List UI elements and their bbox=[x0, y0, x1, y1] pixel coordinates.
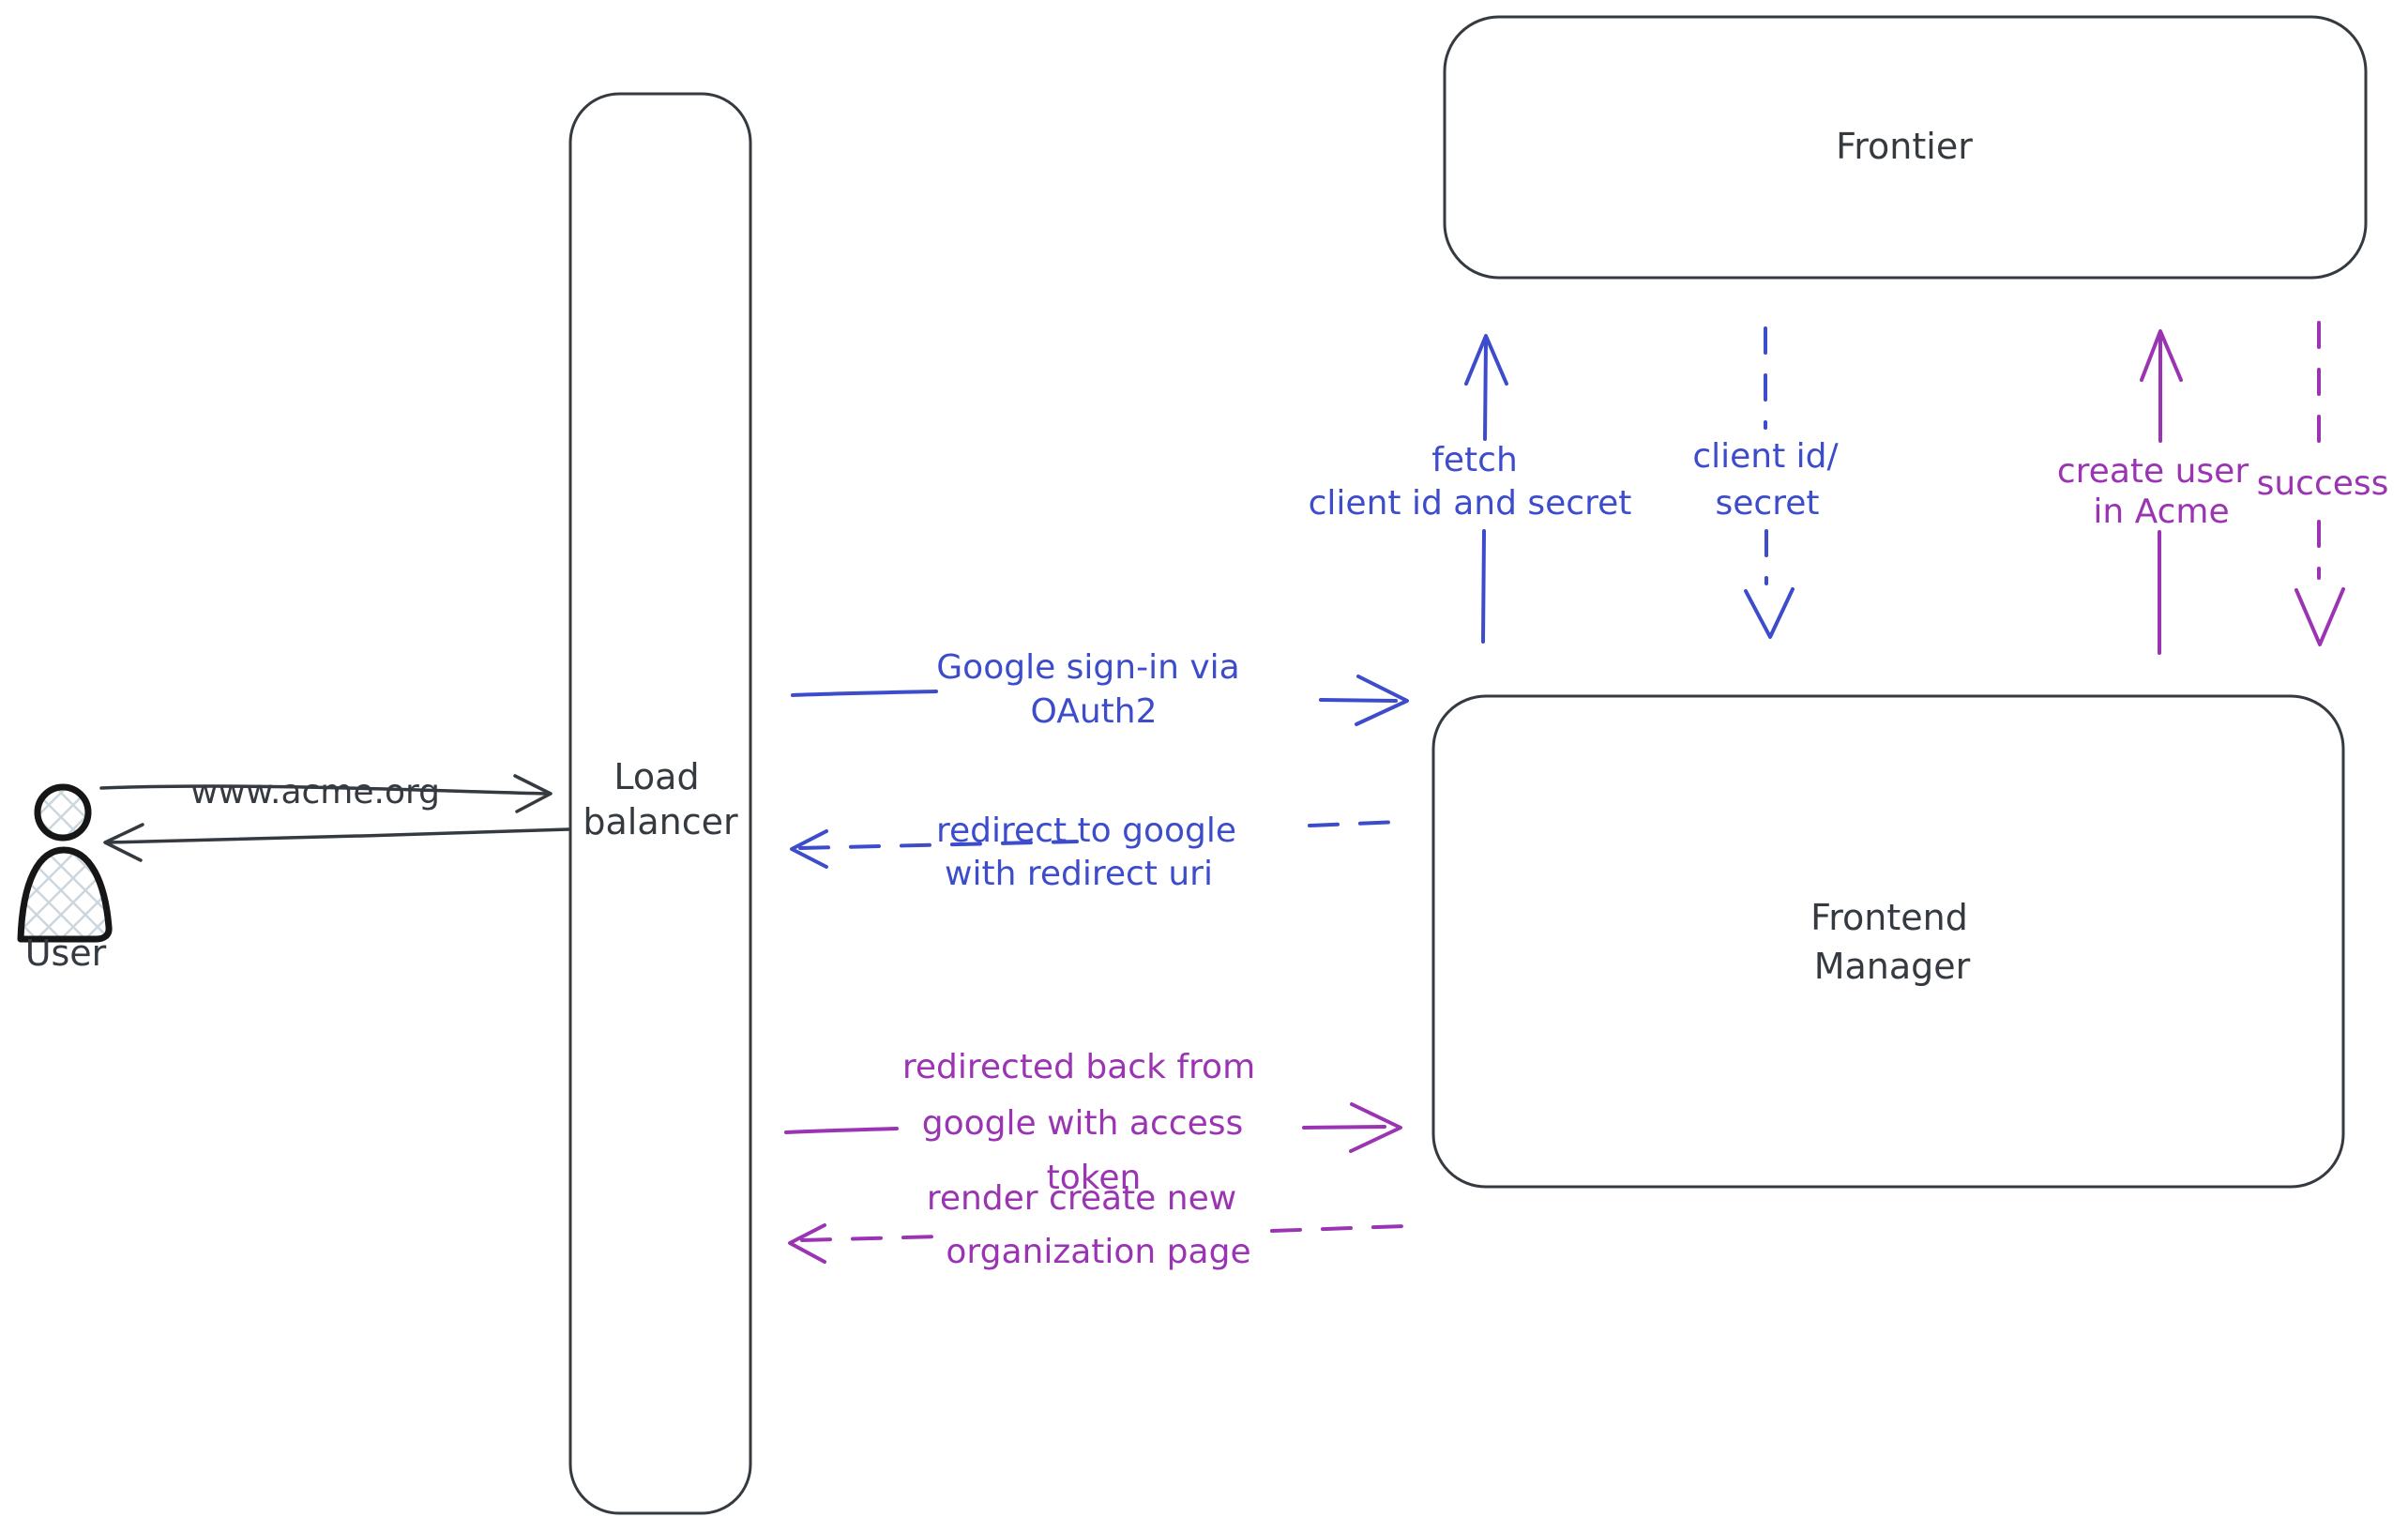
edge-user-request bbox=[99, 774, 553, 813]
edge-response-to-user bbox=[103, 823, 570, 862]
arrowhead-right-icon bbox=[1355, 675, 1409, 726]
arrowhead-right-icon bbox=[513, 774, 553, 813]
arrowhead-left-icon bbox=[790, 829, 828, 869]
arrowhead-down-icon bbox=[1744, 587, 1795, 639]
arrowhead-up-icon bbox=[1464, 334, 1508, 386]
edge-success bbox=[2294, 321, 2345, 646]
edge-line bbox=[791, 690, 938, 697]
edge-line bbox=[1483, 338, 1488, 441]
arrowhead-right-icon bbox=[1349, 1102, 1402, 1153]
user-icon bbox=[17, 783, 113, 943]
frontend-manager-box bbox=[1431, 694, 2345, 1189]
user-body bbox=[17, 846, 113, 943]
edge-line bbox=[798, 840, 1079, 850]
load-balancer-box bbox=[568, 92, 752, 1515]
edge-line bbox=[1270, 1224, 1406, 1233]
edge-line bbox=[784, 1127, 899, 1134]
arrowhead-left-icon bbox=[103, 823, 144, 862]
edge-render-org-page bbox=[788, 1223, 1406, 1264]
edge-line bbox=[1481, 529, 1486, 644]
edge-line bbox=[1302, 1125, 1386, 1130]
edge-google-signin bbox=[791, 675, 1409, 726]
edge-line bbox=[107, 827, 570, 844]
arrowhead-left-icon bbox=[788, 1223, 826, 1264]
edge-client-id-secret bbox=[1744, 326, 1795, 639]
edge-redirect-to-google bbox=[790, 820, 1401, 869]
edge-line bbox=[800, 1235, 942, 1242]
user-head bbox=[34, 783, 92, 842]
frontier-box bbox=[1443, 15, 2368, 280]
edge-line bbox=[1308, 820, 1401, 827]
edge-line bbox=[1319, 698, 1398, 703]
edge-line bbox=[99, 784, 550, 796]
edge-create-user bbox=[2140, 329, 2183, 655]
edge-fetch-client-id bbox=[1464, 334, 1508, 644]
edge-redirected-back bbox=[784, 1102, 1402, 1153]
arrowhead-up-icon bbox=[2140, 329, 2183, 382]
arrowhead-down-icon bbox=[2294, 587, 2345, 646]
